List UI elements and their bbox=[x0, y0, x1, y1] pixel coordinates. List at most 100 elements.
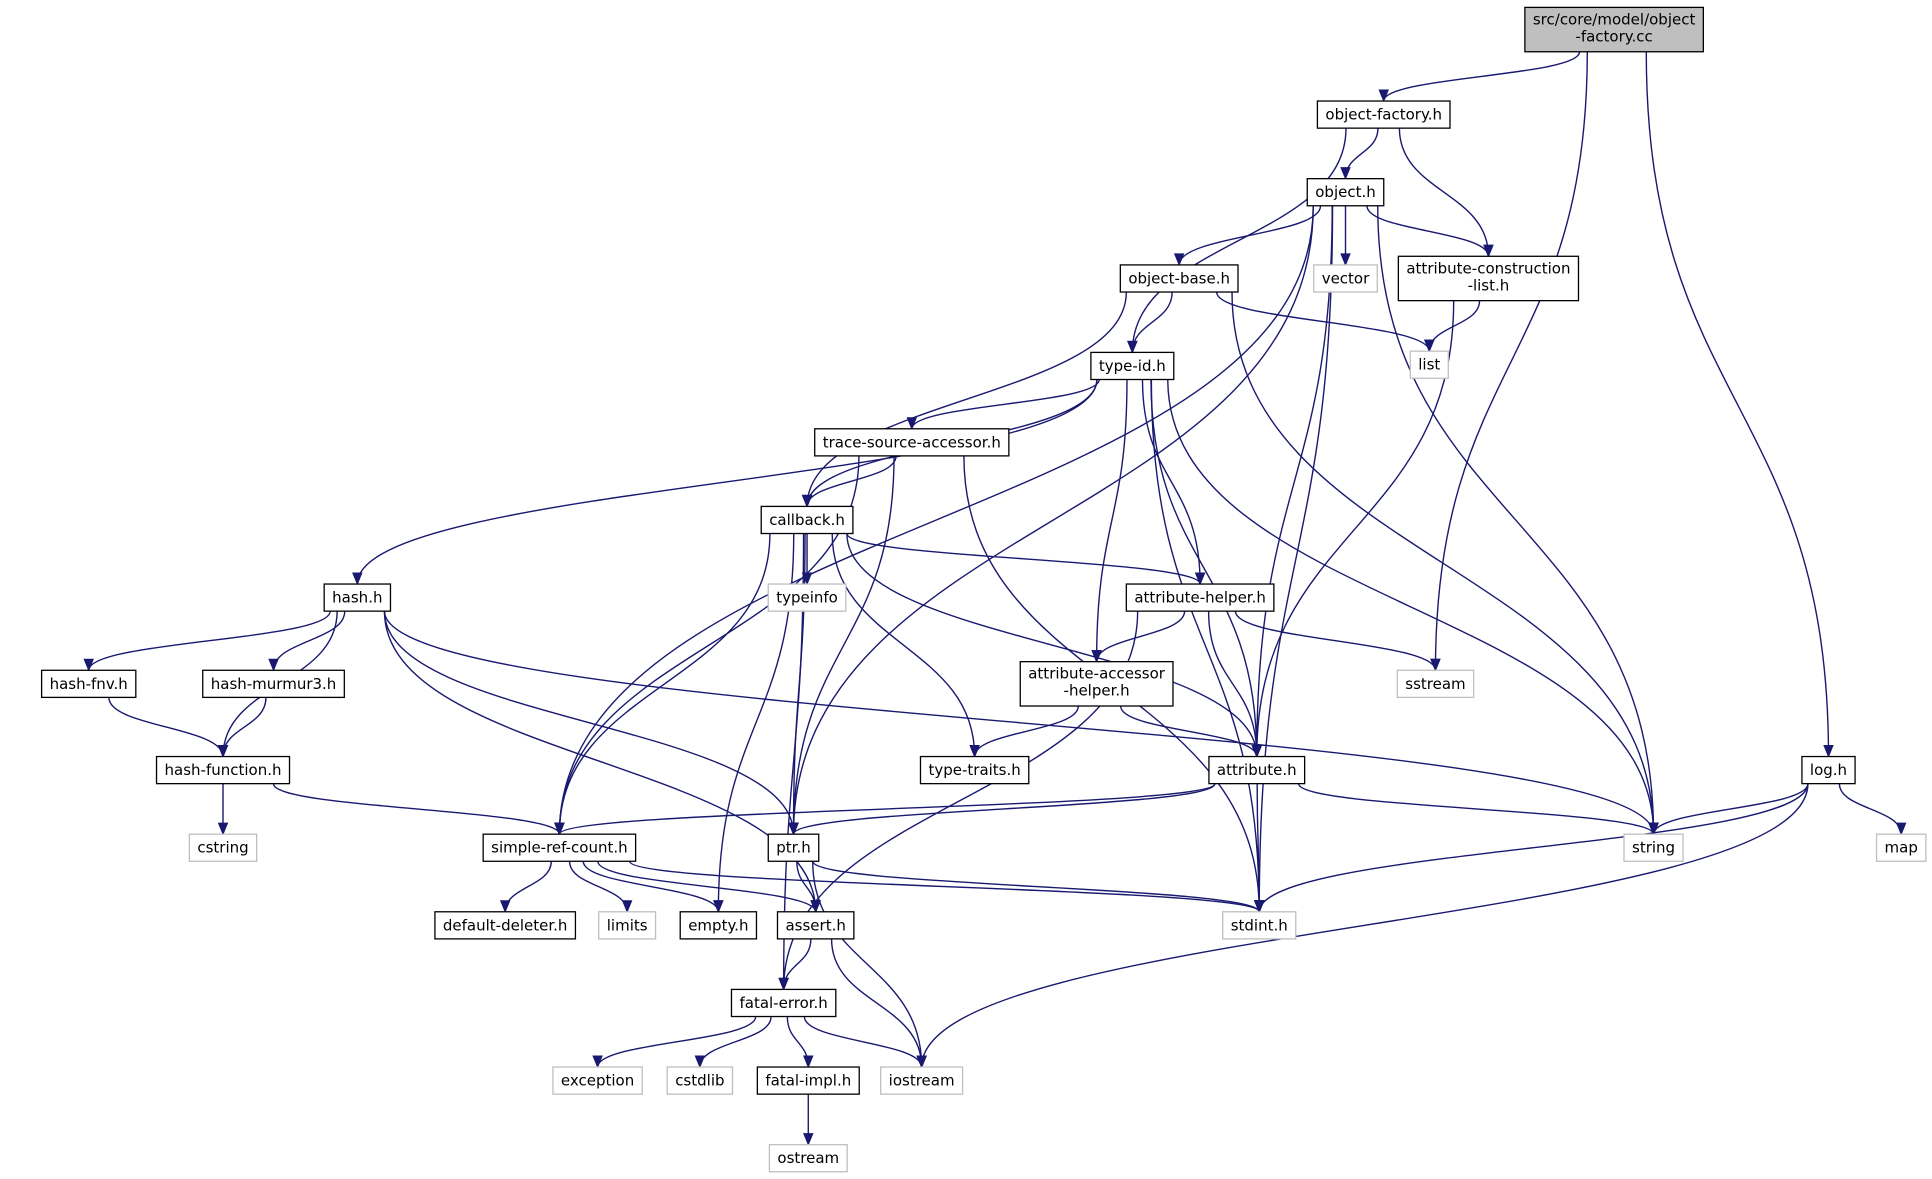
edge-ptr-h-to-stdint-h bbox=[812, 860, 1265, 914]
edge-line bbox=[1215, 291, 1430, 352]
node-box bbox=[767, 833, 820, 862]
edge-line bbox=[1258, 783, 1809, 912]
edge-ptr-h-to-assert-h bbox=[796, 861, 821, 914]
node-hash-function-h[interactable]: hash-function.h bbox=[155, 755, 291, 785]
node-root[interactable]: src/core/model/object-factory.cc bbox=[1524, 6, 1704, 53]
arrowhead-icon bbox=[217, 822, 229, 836]
node-iostream[interactable]: iostream bbox=[880, 1066, 964, 1095]
node-ostream[interactable]: ostream bbox=[768, 1144, 848, 1173]
edge-object-base-h-to-list bbox=[1215, 291, 1435, 353]
node-callback-h[interactable]: callback.h bbox=[760, 505, 854, 535]
edge-line bbox=[1434, 51, 1589, 671]
edge-line bbox=[831, 533, 976, 757]
node-label: attribute-accessor bbox=[1028, 665, 1166, 683]
node-box bbox=[1397, 255, 1580, 302]
node-log-h[interactable]: log.h bbox=[1801, 755, 1856, 785]
edge-line bbox=[1256, 300, 1455, 757]
arrowhead-icon bbox=[592, 1055, 603, 1069]
node-fatal-error-h[interactable]: fatal-error.h bbox=[730, 988, 837, 1018]
node-assert-h[interactable]: assert.h bbox=[776, 911, 855, 940]
arrowhead-icon bbox=[803, 1055, 814, 1069]
node-attribute-accessor-helper-h[interactable]: attribute-accessor-helper.h bbox=[1019, 661, 1174, 707]
arrowhead-icon bbox=[1378, 89, 1389, 103]
node-fatal-impl-h[interactable]: fatal-impl.h bbox=[756, 1066, 860, 1095]
node-vector[interactable]: vector bbox=[1313, 264, 1378, 293]
edge-hash-h-to-ptr-h bbox=[383, 611, 799, 836]
edge-line bbox=[846, 533, 1258, 757]
edge-line bbox=[383, 611, 1655, 835]
node-hash-murmur3-h[interactable]: hash-murmur3.h bbox=[202, 669, 345, 699]
node-label: sstream bbox=[1405, 675, 1465, 693]
node-typeinfo[interactable]: typeinfo bbox=[767, 583, 847, 612]
node-label: stdint.h bbox=[1231, 916, 1288, 934]
node-box bbox=[1396, 669, 1475, 699]
node-empty-h[interactable]: empty.h bbox=[679, 911, 758, 940]
edge-fatal-error-h-to-cstdlib bbox=[694, 1016, 772, 1069]
node-cstring[interactable]: cstring bbox=[188, 833, 258, 862]
node-box bbox=[323, 583, 392, 612]
edge-line bbox=[628, 860, 1260, 913]
node-box bbox=[434, 911, 577, 940]
node-label: simple-ref-count.h bbox=[491, 839, 627, 857]
arrowhead-icon bbox=[801, 494, 813, 508]
arrowhead-icon bbox=[788, 822, 799, 836]
edge-line bbox=[1838, 783, 1902, 835]
node-limits[interactable]: limits bbox=[598, 911, 657, 940]
node-object-factory-h[interactable]: object-factory.h bbox=[1316, 100, 1451, 129]
node-list[interactable]: list bbox=[1409, 350, 1449, 379]
node-hash-h[interactable]: hash.h bbox=[323, 583, 392, 612]
arrowhead-icon bbox=[803, 1133, 814, 1146]
node-label: attribute-construction bbox=[1406, 259, 1570, 277]
edge-attribute-helper-h-to-attribute-accessor-helper-h bbox=[1091, 611, 1186, 663]
arrowhead-icon bbox=[554, 822, 565, 836]
node-stdint-h[interactable]: stdint.h bbox=[1222, 911, 1297, 940]
edge-line bbox=[272, 611, 346, 671]
node-sstream[interactable]: sstream bbox=[1396, 669, 1475, 699]
edge-line bbox=[596, 1016, 757, 1068]
node-ptr-h[interactable]: ptr.h bbox=[767, 833, 820, 862]
node-label: -list.h bbox=[1468, 276, 1510, 294]
node-simple-ref-count-h[interactable]: simple-ref-count.h bbox=[482, 833, 637, 862]
node-hash-fnv-h[interactable]: hash-fnv.h bbox=[40, 669, 137, 699]
edge-line bbox=[1652, 783, 1809, 835]
node-trace-source-accessor-h[interactable]: trace-source-accessor.h bbox=[814, 428, 1010, 457]
node-string[interactable]: string bbox=[1623, 833, 1684, 862]
node-attribute-helper-h[interactable]: attribute-helper.h bbox=[1125, 583, 1275, 612]
edge-line bbox=[88, 610, 331, 671]
edge-hash-function-h-to-simple-ref-count-h bbox=[272, 783, 565, 836]
node-box bbox=[155, 755, 291, 785]
arrowhead-icon bbox=[1127, 340, 1138, 354]
node-object-base-h[interactable]: object-base.h bbox=[1119, 264, 1239, 293]
edge-line bbox=[1150, 379, 1258, 757]
edge-line bbox=[504, 861, 552, 912]
node-box bbox=[1090, 351, 1175, 381]
node-label: default-deleter.h bbox=[443, 916, 568, 934]
node-map[interactable]: map bbox=[1875, 833, 1927, 862]
edge-object-h-to-stdint-h bbox=[1254, 205, 1334, 914]
node-attribute-h[interactable]: attribute.h bbox=[1208, 755, 1306, 785]
node-label: src/core/model/object bbox=[1533, 10, 1696, 28]
node-box bbox=[598, 911, 657, 940]
node-type-traits-h[interactable]: type-traits.h bbox=[919, 755, 1030, 785]
edge-line bbox=[1141, 379, 1201, 585]
node-exception[interactable]: exception bbox=[552, 1066, 643, 1095]
node-cstdlib[interactable]: cstdlib bbox=[666, 1066, 734, 1095]
edge-log-h-to-map bbox=[1838, 783, 1907, 836]
edge-simple-ref-count-h-to-limits bbox=[568, 861, 633, 914]
arrowhead-icon bbox=[778, 977, 789, 991]
node-label: hash-function.h bbox=[165, 761, 282, 779]
node-default-deleter-h[interactable]: default-deleter.h bbox=[434, 911, 577, 940]
edge-object-factory-h-to-object-h bbox=[1340, 128, 1379, 180]
edge-line bbox=[792, 455, 895, 835]
arrowhead-icon bbox=[1254, 900, 1265, 914]
node-label: cstring bbox=[197, 839, 248, 857]
node-attribute-construction-list-h[interactable]: attribute-construction-list.h bbox=[1397, 255, 1580, 302]
node-type-id-h[interactable]: type-id.h bbox=[1090, 351, 1175, 381]
edge-simple-ref-count-h-to-empty-h bbox=[582, 861, 724, 914]
edge-fatal-error-h-to-iostream bbox=[803, 1016, 927, 1069]
edge-hash-fnv-h-to-hash-function-h bbox=[108, 697, 229, 758]
arrowhead-icon bbox=[1091, 650, 1102, 663]
arrowhead-icon bbox=[1823, 745, 1834, 758]
node-object-h[interactable]: object.h bbox=[1306, 178, 1385, 207]
node-box bbox=[776, 911, 855, 940]
